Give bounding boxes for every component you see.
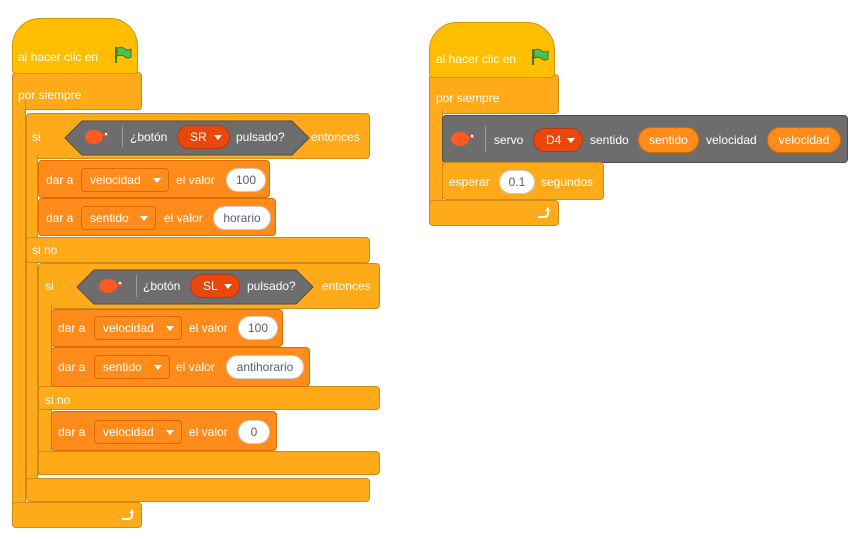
boton-label-2: ¿botón [143, 279, 181, 293]
el-valor-label-a: el valor [176, 173, 215, 187]
robot-extension-icon [99, 279, 122, 293]
el-valor-label-d: el valor [176, 360, 215, 374]
value-input-c[interactable]: 100 [238, 316, 278, 340]
if-else-mid-1 [26, 237, 370, 263]
servo-port-value: D4 [546, 133, 562, 147]
forever-label-2: por siempre [436, 91, 500, 105]
set-label-c: dar a [58, 321, 86, 335]
forever-arm [12, 100, 26, 520]
value-input-e[interactable]: 0 [238, 420, 270, 444]
servo-label: servo [494, 133, 524, 147]
dropdown-caret-icon [567, 138, 575, 143]
dropdown-caret-icon [154, 365, 162, 370]
variable-select-b-value: sentido [90, 211, 129, 225]
loop-arrow-icon [122, 509, 134, 520]
set-label-a: dar a [46, 173, 74, 187]
forever-foot [12, 502, 142, 528]
pulsado-label-1: pulsado? [236, 130, 285, 144]
variable-select-e-value: velocidad [103, 425, 154, 439]
separator [122, 126, 123, 148]
if-label-2: si [45, 279, 54, 293]
when-flag-label-2: al hacer clic en [436, 52, 517, 66]
servo-port-select[interactable]: D4 [533, 128, 583, 152]
robot-extension-icon [451, 132, 474, 146]
dropdown-caret-icon [224, 284, 232, 289]
set-label-b: dar a [46, 211, 74, 225]
el-valor-label-e: el valor [189, 425, 228, 439]
variable-select-c-value: velocidad [103, 321, 154, 335]
dropdown-caret-icon [153, 178, 161, 183]
set-label-e: dar a [58, 425, 86, 439]
variable-select-c[interactable]: velocidad [94, 316, 182, 340]
button-select-sr-value: SR [190, 130, 207, 144]
variable-select-e[interactable]: velocidad [94, 420, 182, 444]
set-label-d: dar a [58, 360, 86, 374]
if-label-1: si [32, 130, 41, 144]
sentido-label: sentido [590, 133, 629, 147]
button-select-sl-value: SL [203, 279, 218, 293]
else-label-2: si no [45, 393, 71, 407]
dropdown-caret-icon [140, 216, 148, 221]
variable-select-d[interactable]: sentido [94, 355, 170, 379]
sentido-reporter[interactable]: sentido [638, 127, 699, 153]
separator [136, 275, 137, 297]
button-select-sr[interactable]: SR [177, 125, 230, 149]
entonces-label-2: entonces [322, 279, 371, 293]
value-input-b[interactable]: horario [213, 206, 271, 230]
forever-foot-2 [429, 200, 559, 226]
wait-seconds-input[interactable]: 0.1 [499, 170, 535, 194]
el-valor-label-c: el valor [189, 321, 228, 335]
if-else-arm-1 [26, 155, 38, 495]
dropdown-caret-icon [166, 430, 174, 435]
when-flag-clicked-block[interactable] [12, 18, 138, 74]
button-select-sl[interactable]: SL [190, 274, 240, 298]
green-flag-icon [115, 46, 132, 63]
variable-select-a-value: velocidad [90, 173, 141, 187]
wait-label: esperar [449, 175, 490, 189]
variable-select-b[interactable]: sentido [81, 206, 156, 230]
else-label-1: si no [32, 243, 58, 257]
when-flag-label: al hacer clic en [18, 50, 99, 64]
boton-label-1: ¿botón [130, 130, 168, 144]
velocidad-label: velocidad [706, 133, 757, 147]
el-valor-label-b: el valor [164, 211, 203, 225]
wait-unit-label: segundos [541, 175, 594, 189]
pulsado-label-2: pulsado? [247, 279, 296, 293]
if-else-foot-1 [26, 478, 370, 502]
dropdown-caret-icon [166, 326, 174, 331]
if-else-mid-2 [38, 386, 380, 410]
variable-select-a[interactable]: velocidad [81, 168, 169, 192]
loop-arrow-icon [538, 207, 550, 218]
robot-extension-icon [85, 130, 108, 144]
forever-label: por siempre [18, 88, 82, 102]
dropdown-caret-icon [214, 135, 222, 140]
value-input-a[interactable]: 100 [226, 168, 266, 192]
green-flag-icon [532, 48, 549, 65]
if-else-foot-2 [38, 451, 380, 475]
variable-select-d-value: sentido [103, 360, 142, 374]
separator [485, 126, 486, 152]
entonces-label-1: entonces [311, 130, 360, 144]
velocidad-reporter[interactable]: velocidad [767, 127, 841, 153]
value-input-d[interactable]: antihorario [226, 355, 304, 379]
